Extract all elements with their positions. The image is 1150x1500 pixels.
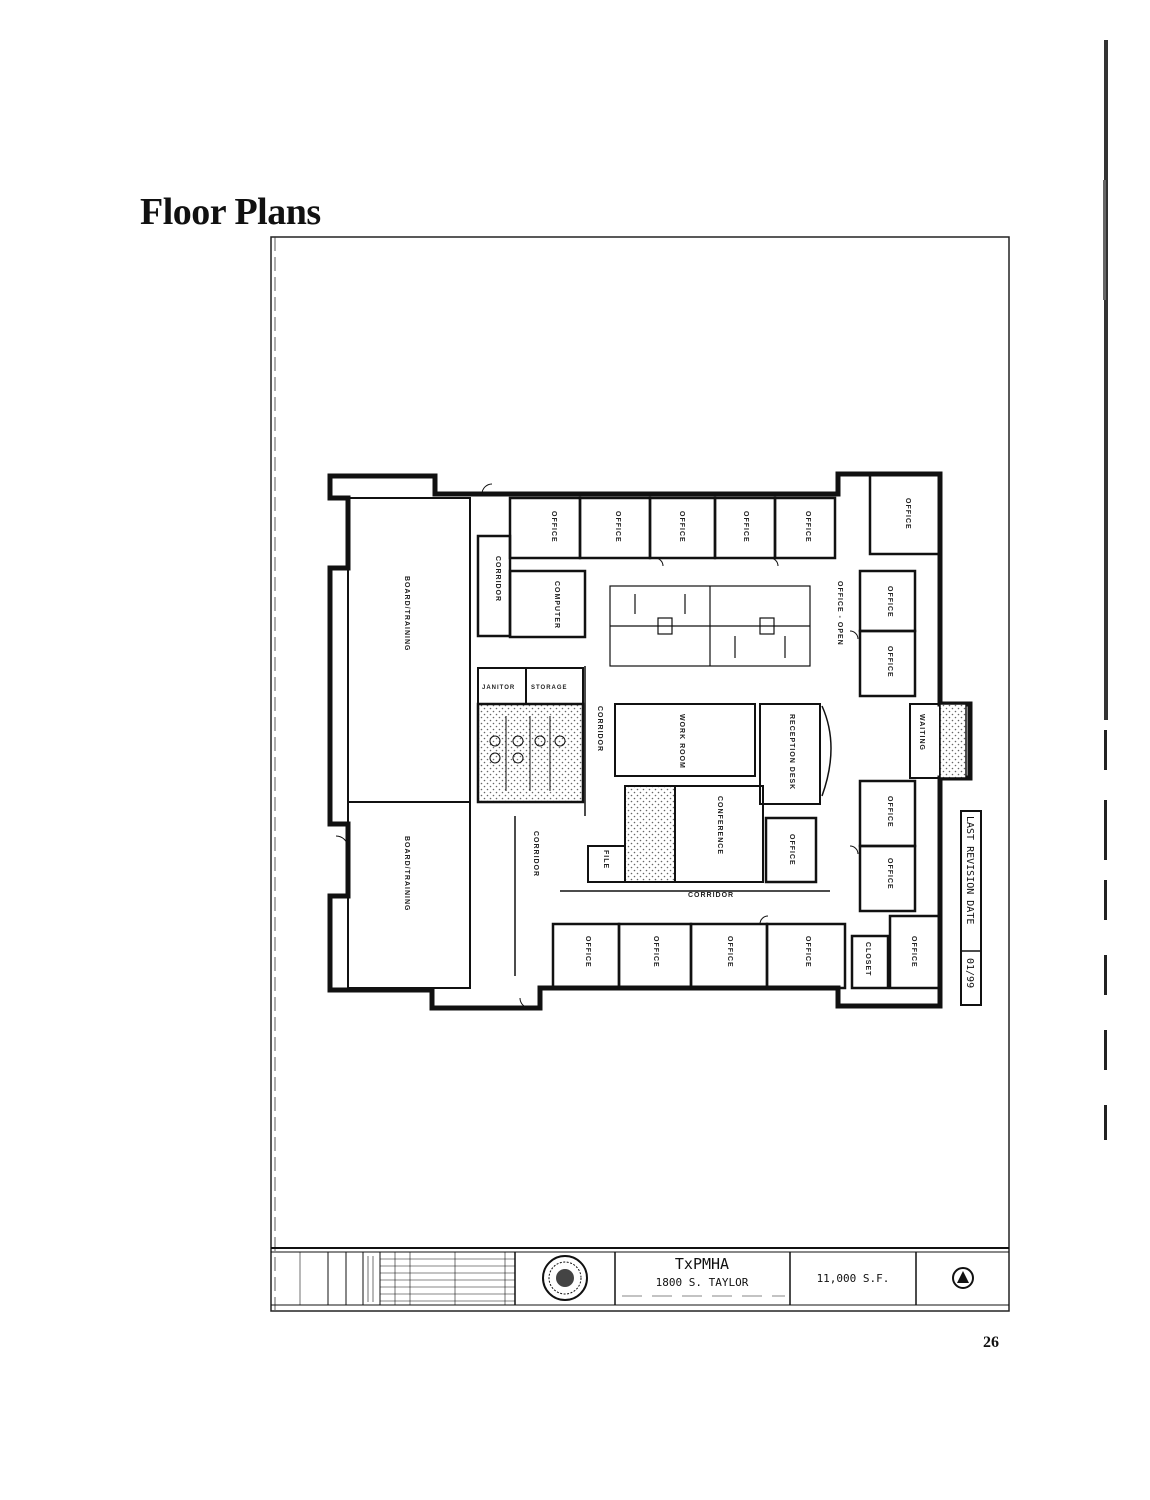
room-label-office-open: OFFICE - OPEN xyxy=(836,581,843,646)
sheet-border xyxy=(270,236,1010,1312)
project-name: TxPMHA xyxy=(675,1255,729,1273)
revision-date: 01/99 xyxy=(964,958,975,988)
room-label-office: OFFICE xyxy=(804,936,811,968)
room-label-office: OFFICE xyxy=(678,511,685,543)
room-label-office: OFFICE xyxy=(886,796,893,828)
title-block xyxy=(271,1247,1009,1306)
room-label-office: OFFICE xyxy=(886,646,893,678)
room-label-closet: CLOSET xyxy=(864,942,871,976)
page-number: 26 xyxy=(983,1334,999,1351)
room-label-corridor: CORRIDOR xyxy=(532,831,539,877)
project-address: 1800 S. TAYLOR xyxy=(656,1276,749,1289)
room-label-corridor: CORRIDOR xyxy=(596,706,603,752)
room-label-office: OFFICE xyxy=(726,936,733,968)
room-label-waiting: WAITING xyxy=(918,714,925,751)
room-label-office: OFFICE xyxy=(584,936,591,968)
room-label-office: OFFICE xyxy=(886,586,893,618)
room-label-office: OFFICE xyxy=(788,834,795,866)
floor-plan-drawing xyxy=(327,471,973,1011)
room-label-office: OFFICE xyxy=(886,858,893,890)
room-label-office: OFFICE xyxy=(550,511,557,543)
room-label-board-training: BOARD/TRAINING xyxy=(403,836,410,911)
room-label-conference: CONFERENCE xyxy=(716,796,723,855)
revision-box: LAST REVISION DATE 01/99 xyxy=(960,810,982,1006)
scan-edge-artifact xyxy=(1103,40,1108,1140)
room-label-board-training: BOARD/TRAINING xyxy=(403,576,410,651)
room-label-computer: COMPUTER xyxy=(553,581,560,629)
room-label-office: OFFICE xyxy=(652,936,659,968)
room-label-office: OFFICE xyxy=(910,936,917,968)
floor-plan-sheet: OFFICE OFFICE OFFICE OFFICE OFFICE OFFIC… xyxy=(270,236,1010,1312)
seal-emblem xyxy=(542,1255,588,1301)
room-label-corridor: CORRIDOR xyxy=(494,556,501,602)
room-label-office: OFFICE xyxy=(742,511,749,543)
room-label-office: OFFICE xyxy=(904,498,911,530)
north-arrow-icon xyxy=(952,1267,974,1289)
room-label-work-room: WORK ROOM xyxy=(678,714,685,769)
room-label-janitor: JANITOR xyxy=(482,685,515,691)
room-label-reception-desk: RECEPTION DESK xyxy=(788,714,795,790)
room-label-storage: STORAGE xyxy=(531,685,568,691)
room-label-file: FILE xyxy=(602,850,609,869)
page-title: Floor Plans xyxy=(140,191,321,233)
room-label-office: OFFICE xyxy=(614,511,621,543)
room-label-corridor: CORRIDOR xyxy=(688,892,734,899)
room-label-office: OFFICE xyxy=(804,511,811,543)
project-area: 11,000 S.F. xyxy=(817,1272,890,1285)
revision-label: LAST REVISION DATE xyxy=(964,816,975,924)
